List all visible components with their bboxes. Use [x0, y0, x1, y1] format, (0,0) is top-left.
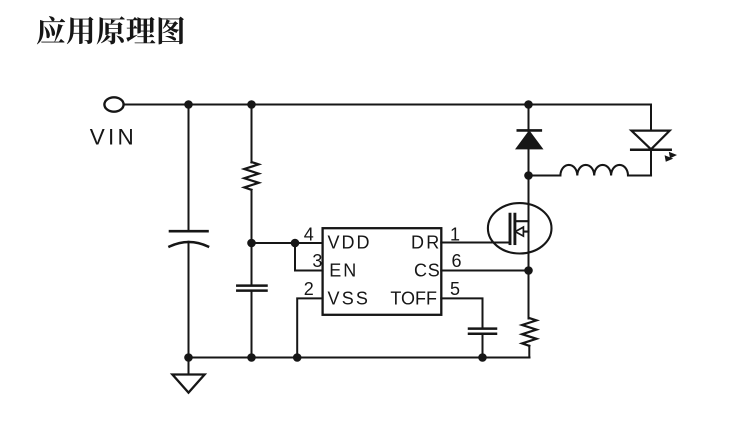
svg-text:CS: CS	[414, 261, 441, 281]
svg-text:VSS: VSS	[328, 289, 371, 309]
svg-text:1: 1	[450, 224, 460, 244]
svg-text:4: 4	[304, 224, 314, 244]
svg-text:EN: EN	[329, 261, 358, 281]
svg-text:6: 6	[452, 251, 462, 271]
svg-text:DR: DR	[411, 233, 441, 253]
svg-text:3: 3	[312, 251, 322, 271]
svg-text:VIN: VIN	[90, 125, 137, 150]
svg-text:5: 5	[450, 279, 460, 299]
svg-text:VDD: VDD	[328, 233, 372, 253]
svg-text:TOFF: TOFF	[390, 289, 437, 309]
svg-text:2: 2	[304, 279, 314, 299]
